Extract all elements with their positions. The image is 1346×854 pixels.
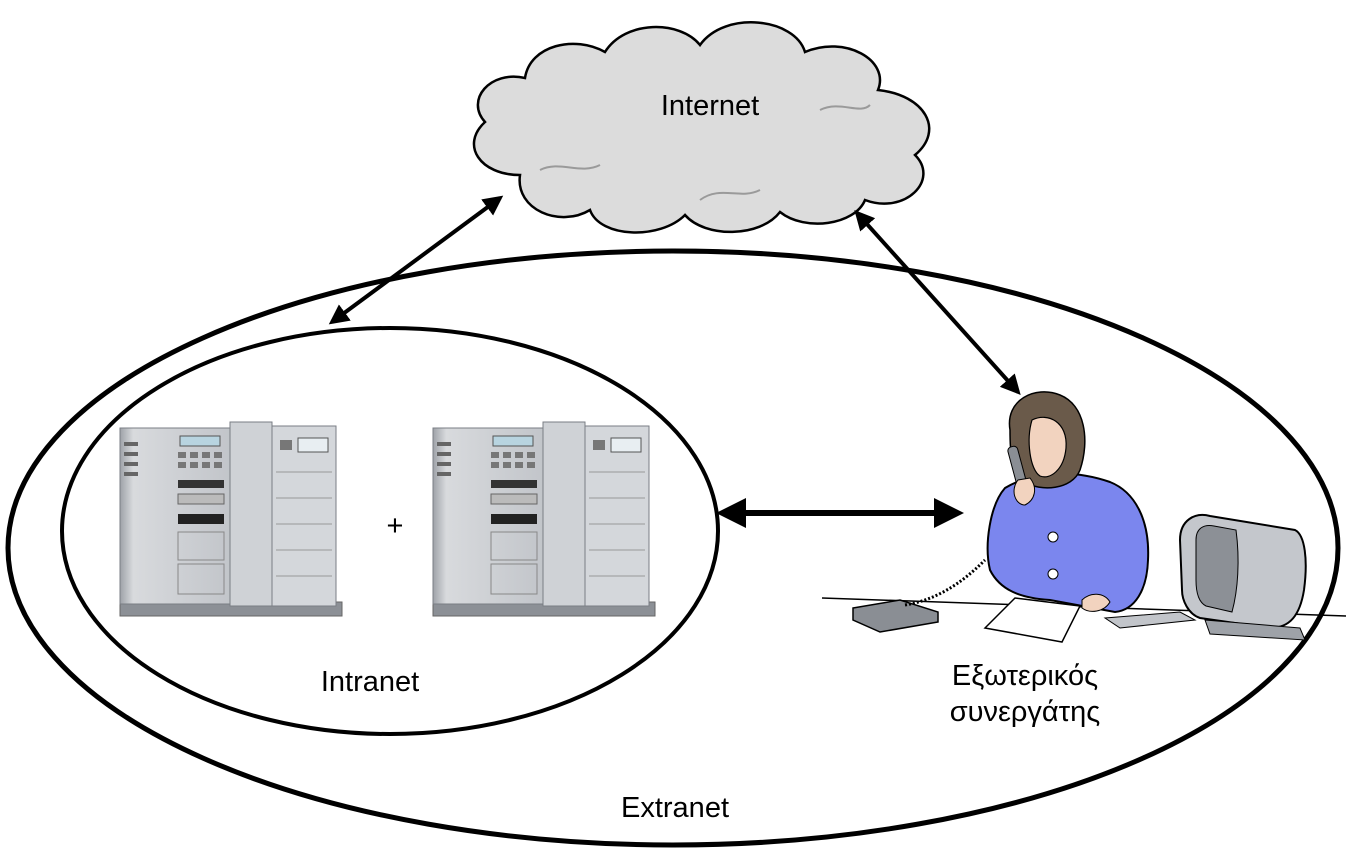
partner-label: Εξωτερικός συνεργάτης xyxy=(915,658,1135,730)
partner-label-line-1: Εξωτερικός xyxy=(951,660,1099,692)
intranet-boundary xyxy=(60,326,720,736)
cloud-icon xyxy=(472,21,931,234)
server-tower-icon xyxy=(119,421,343,617)
extranet-boundary xyxy=(5,248,1341,848)
arrow-intranet-internet xyxy=(328,195,504,325)
intranet-label: Intranet xyxy=(320,666,420,698)
plus-sign: + xyxy=(386,510,404,542)
server-tower-icon xyxy=(432,421,656,617)
woman-on-phone-at-desk-icon xyxy=(821,391,1346,643)
extranet-label: Extranet xyxy=(621,792,729,824)
partner-label-line-2: συνεργάτης xyxy=(949,696,1101,728)
arrow-internet-partner xyxy=(854,210,1021,395)
internet-label: Internet xyxy=(660,90,760,122)
